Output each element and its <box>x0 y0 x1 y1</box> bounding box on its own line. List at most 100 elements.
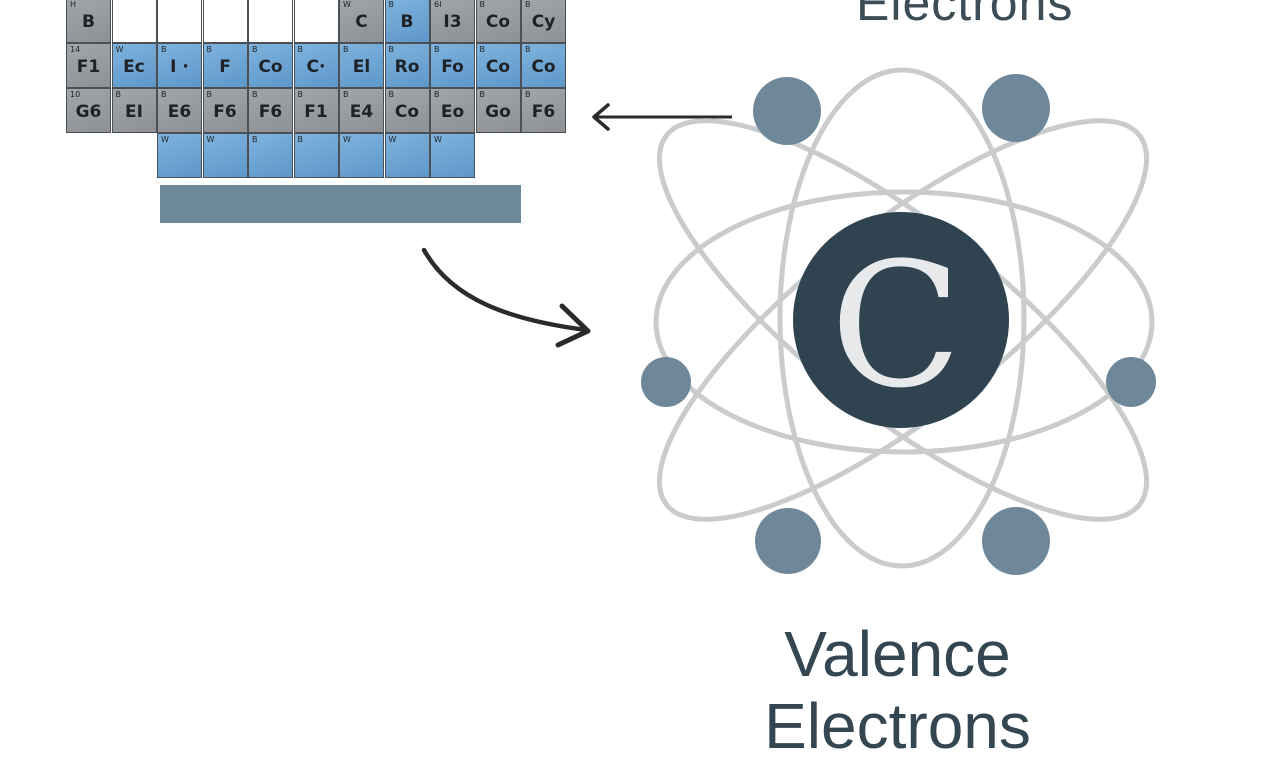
element-number: B <box>479 45 486 54</box>
electron-left <box>641 357 691 407</box>
element-number: B <box>252 90 258 99</box>
element-symbol: Co <box>394 102 420 122</box>
element-number: B <box>525 90 531 99</box>
element-symbol: F <box>219 57 231 77</box>
nucleus-symbol: C <box>830 225 962 426</box>
element-number: B <box>434 45 440 54</box>
element-number: W <box>343 135 351 144</box>
orbit-vertical <box>777 67 1027 569</box>
element-symbol: Co <box>485 12 511 32</box>
element-cell <box>157 0 202 43</box>
element-number: 10 <box>70 90 81 99</box>
element-number: B <box>161 90 167 99</box>
element-cell: W <box>430 133 475 178</box>
element-number: W <box>343 0 351 9</box>
element-number: B <box>388 90 395 99</box>
element-symbol: C· <box>306 57 326 77</box>
element-number: W <box>161 135 169 144</box>
element-cell: W <box>339 133 384 178</box>
element-symbol: F6 <box>258 102 283 122</box>
element-number: B <box>161 45 167 54</box>
electron-bottom-left <box>755 508 821 574</box>
element-number: B <box>206 45 213 54</box>
atom-diagram: C <box>421 67 1156 575</box>
element-number: B <box>252 45 258 54</box>
element-number: B <box>479 0 486 9</box>
orbit-horizontal <box>653 189 1155 455</box>
electron-bottom-right <box>982 507 1050 575</box>
electron-top-right <box>982 74 1050 142</box>
element-number: B <box>434 90 440 99</box>
element-symbol: E4 <box>349 102 374 122</box>
electron-top-left <box>753 77 821 145</box>
element-number: H <box>70 0 77 9</box>
element-symbol: F1 <box>304 102 328 122</box>
element-symbol: I · <box>170 57 189 77</box>
element-symbol: B <box>82 12 95 32</box>
element-number: B <box>206 90 213 99</box>
element-symbol: Co <box>258 57 283 77</box>
electrons <box>641 74 1156 575</box>
element-cell <box>202 0 248 43</box>
element-symbol: El <box>352 57 371 77</box>
element-symbol: E6 <box>167 102 192 122</box>
element-number: W <box>388 135 397 144</box>
element-symbol: Eo <box>440 102 465 122</box>
element-cell: W <box>384 133 430 178</box>
element-symbol: Ec <box>123 57 145 77</box>
element-number: B <box>343 90 349 99</box>
element-number: W <box>206 135 215 144</box>
element-cell: B Go <box>475 88 521 133</box>
element-number: B <box>525 45 531 54</box>
element-number: 14 <box>70 45 81 54</box>
element-cell: B Co <box>475 0 521 43</box>
element-cell: W <box>157 133 202 178</box>
bottom-heading: Valence Electrons <box>0 618 1280 762</box>
element-symbol: Go <box>485 102 511 122</box>
element-number: B <box>252 135 258 144</box>
element-symbol: EI <box>125 102 143 122</box>
element-cell: B <box>293 133 339 178</box>
element-symbol: B <box>400 12 414 32</box>
element-number: B <box>479 90 486 99</box>
element-symbol: F6 <box>531 102 556 122</box>
element-number: W <box>434 135 442 144</box>
element-number: W <box>115 45 124 54</box>
element-symbol: Cy <box>531 12 556 32</box>
element-cell <box>111 0 157 43</box>
element-number: B <box>525 0 531 9</box>
element-number: B <box>297 90 304 99</box>
element-number: 6I <box>434 0 442 9</box>
element-symbol: F1 <box>76 57 101 77</box>
element-number: B <box>297 45 304 54</box>
element-number: B <box>388 45 395 54</box>
element-number: B <box>297 135 304 144</box>
element-symbol: F6 <box>213 102 237 122</box>
element-symbol: Co <box>531 57 556 77</box>
element-symbol: G6 <box>75 102 102 122</box>
element-symbol: Fo <box>441 57 464 77</box>
